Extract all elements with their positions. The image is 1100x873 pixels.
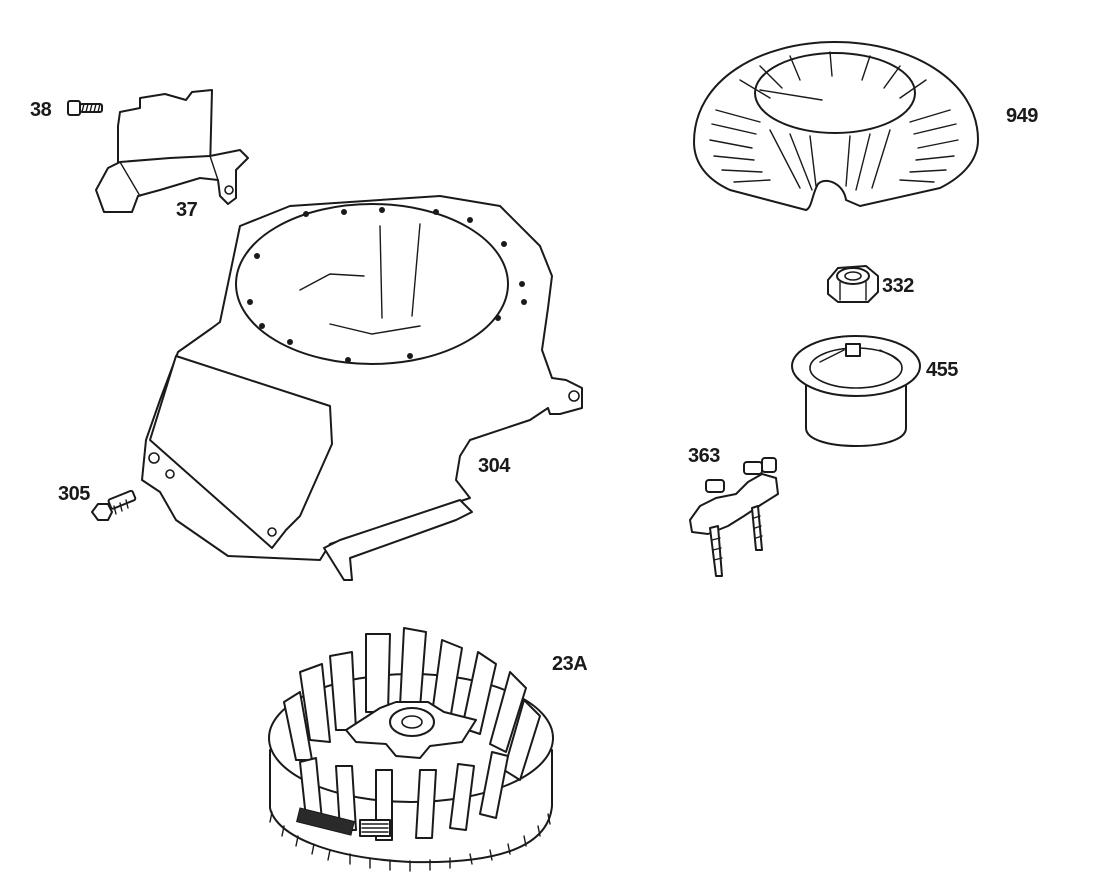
- hex-nut-332-icon: [827, 265, 879, 303]
- flywheel-23A-icon: [268, 627, 554, 872]
- callout-38: 38: [30, 99, 52, 121]
- callout-455: 455: [926, 359, 958, 381]
- bracket-363-icon: [689, 457, 779, 577]
- callout-23A: 23A: [552, 653, 588, 675]
- blower-housing-304-icon: [141, 195, 583, 581]
- bolt-38-icon: [67, 100, 103, 116]
- callout-363: 363: [688, 445, 720, 467]
- starter-cup-455-icon: [791, 335, 921, 447]
- callout-949: 949: [1006, 105, 1038, 127]
- screw-305-icon: [91, 489, 137, 521]
- air-guide-37-icon: [95, 89, 249, 213]
- rotating-screen-949-icon: [693, 41, 979, 211]
- callout-305: 305: [58, 483, 90, 505]
- callout-332: 332: [882, 275, 914, 297]
- callout-304: 304: [478, 455, 510, 477]
- callout-37: 37: [176, 199, 198, 221]
